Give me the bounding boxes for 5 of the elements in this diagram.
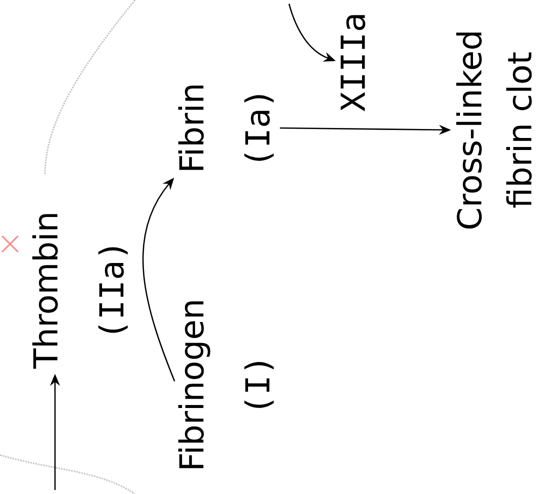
label: Cross-linked fibrin clot (456, 32, 532, 229)
label: XIIIa (340, 15, 366, 112)
label: Fibrin (Ia) (178, 86, 274, 170)
label: Thrombin (IIa) (32, 214, 128, 369)
label: Fibrinogen (I) (178, 301, 274, 468)
